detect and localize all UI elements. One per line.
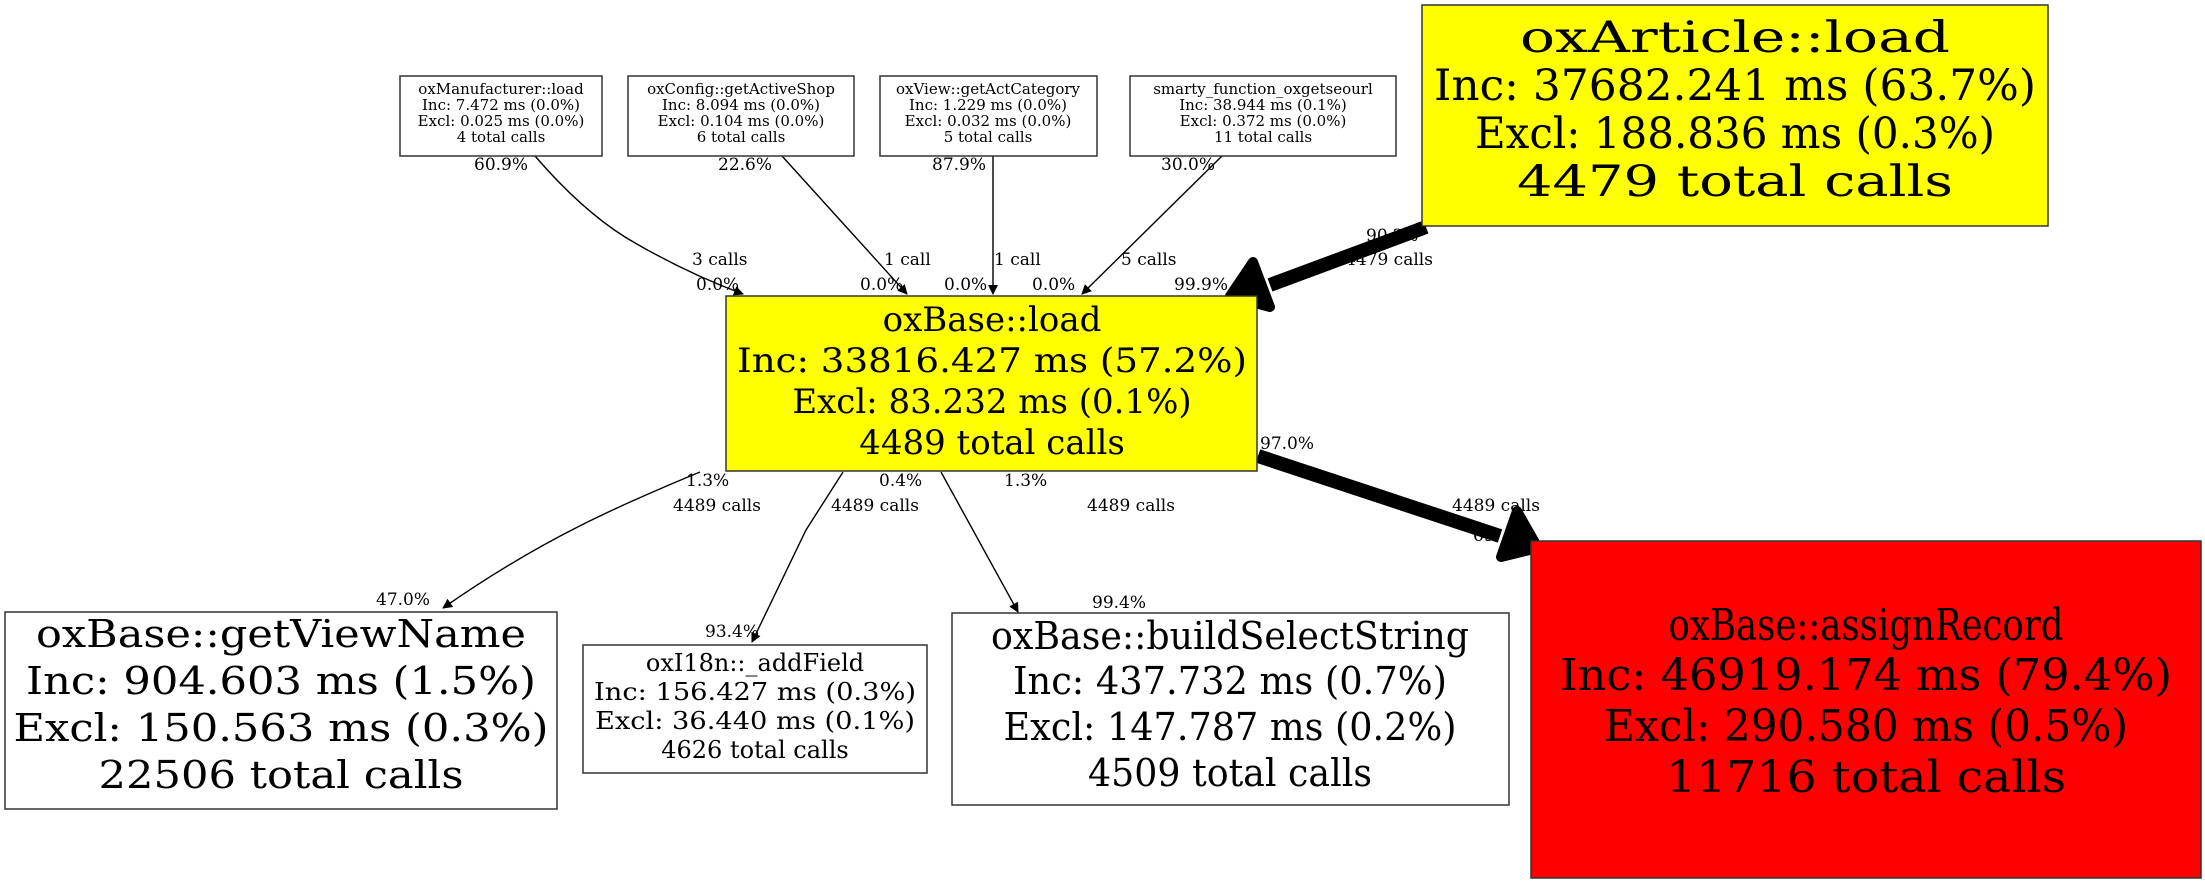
node-inc: Inc: 38.944 ms (0.1%) bbox=[1179, 96, 1347, 114]
node-calls: 4 total calls bbox=[457, 128, 546, 146]
edge-head-label: 99.9% bbox=[1174, 275, 1228, 295]
edge-tail-label: 30.0% bbox=[1161, 155, 1215, 175]
edge-baseload-to-addfield[interactable]: 0.4% 4489 calls 93.4% bbox=[705, 471, 922, 643]
node-excl: Excl: 147.787 ms (0.2%) bbox=[1004, 705, 1457, 749]
edge-head-label: 0.0% bbox=[860, 275, 903, 295]
node-calls: 4509 total calls bbox=[1088, 751, 1372, 795]
edge-baseload-to-buildselect[interactable]: 1.3% 4489 calls 99.4% bbox=[940, 471, 1175, 613]
node-inc: Inc: 37682.241 ms (63.7%) bbox=[1434, 61, 2036, 111]
node-name: oxI18n::_addField bbox=[646, 649, 864, 677]
edge-call-label: 4489 calls bbox=[831, 496, 919, 516]
node-excl: Excl: 150.563 ms (0.3%) bbox=[14, 706, 549, 750]
edge-tail-label: 1.3% bbox=[686, 471, 729, 491]
edge-head-label: 93.4% bbox=[705, 622, 759, 642]
node-excl: Excl: 0.032 ms (0.0%) bbox=[905, 112, 1072, 130]
node-calls: 5 total calls bbox=[944, 128, 1033, 146]
edge-line bbox=[940, 471, 1019, 613]
node-calls: 6 total calls bbox=[697, 128, 786, 146]
edge-baseload-to-assign[interactable]: 97.0% 4489 calls 69 bbox=[1255, 434, 1543, 562]
edge-call-label: 5 calls bbox=[1121, 250, 1176, 270]
edge-call-label: 4489 calls bbox=[1087, 496, 1175, 516]
node-oxconfig-getactiveshop[interactable]: oxConfig::getActiveShop Inc: 8.094 ms (0… bbox=[627, 75, 855, 157]
node-inc: Inc: 8.094 ms (0.0%) bbox=[662, 96, 820, 114]
node-oxbase-buildselectstring[interactable]: oxBase::buildSelectString Inc: 437.732 m… bbox=[951, 612, 1510, 806]
edge-head-label: 0.0% bbox=[696, 275, 739, 295]
edge-line bbox=[751, 471, 844, 643]
node-inc: Inc: 904.603 ms (1.5%) bbox=[26, 659, 536, 703]
node-name: oxConfig::getActiveShop bbox=[647, 80, 835, 98]
node-calls: 11716 total calls bbox=[1666, 752, 2066, 803]
node-smarty-function-oxgetseourl[interactable]: smarty_function_oxgetseourl Inc: 38.944 … bbox=[1129, 75, 1397, 157]
node-excl: Excl: 290.580 ms (0.5%) bbox=[1604, 701, 2128, 752]
edge-call-label: 1 call bbox=[884, 250, 931, 270]
node-calls: 4479 total calls bbox=[1517, 157, 1953, 207]
edge-call-label: 3 calls bbox=[692, 250, 747, 270]
node-name: oxBase::getViewName bbox=[36, 612, 526, 656]
edge-tail-label: 1.3% bbox=[1004, 471, 1047, 491]
node-oxview-getactcategory[interactable]: oxView::getActCategory Inc: 1.229 ms (0.… bbox=[879, 75, 1098, 157]
node-name: oxBase::buildSelectString bbox=[991, 614, 1469, 658]
node-inc: Inc: 156.427 ms (0.3%) bbox=[594, 678, 916, 706]
edge-head-label: 0.0% bbox=[1032, 275, 1075, 295]
edge-call-label: 1 call bbox=[994, 250, 1041, 270]
node-name: oxArticle::load bbox=[1520, 13, 1950, 63]
node-oxarticle-load[interactable]: oxArticle::load Inc: 37682.241 ms (63.7%… bbox=[1421, 4, 2049, 227]
node-inc: Inc: 1.229 ms (0.0%) bbox=[909, 96, 1067, 114]
node-name: oxBase::load bbox=[883, 300, 1102, 340]
edge-article-to-baseload[interactable]: 90.?% 4479 calls 99.9% bbox=[1174, 220, 1433, 312]
edge-tail-label: 22.6% bbox=[718, 155, 772, 175]
node-excl: Excl: 188.836 ms (0.3%) bbox=[1475, 109, 1995, 159]
edge-head-label: 47.0% bbox=[376, 590, 430, 610]
edge-line bbox=[1267, 220, 1429, 292]
nodes: oxManufacturer::load Inc: 7.472 ms (0.0%… bbox=[4, 4, 2202, 879]
node-name: oxBase::assignRecord bbox=[1669, 600, 2064, 651]
node-excl: Excl: 36.440 ms (0.1%) bbox=[595, 707, 915, 735]
node-calls: 4489 total calls bbox=[859, 423, 1125, 463]
node-inc: Inc: 33816.427 ms (57.2%) bbox=[737, 341, 1247, 381]
node-inc: Inc: 437.732 ms (0.7%) bbox=[1013, 659, 1447, 703]
node-inc: Inc: 46919.174 ms (79.4%) bbox=[1560, 650, 2172, 701]
node-oxi18n-addfield[interactable]: oxI18n::_addField Inc: 156.427 ms (0.3%)… bbox=[582, 644, 928, 774]
node-excl: Excl: 0.025 ms (0.0%) bbox=[418, 112, 585, 130]
node-oxmanufacturer-load[interactable]: oxManufacturer::load Inc: 7.472 ms (0.0%… bbox=[399, 75, 603, 157]
node-oxbase-getviewname[interactable]: oxBase::getViewName Inc: 904.603 ms (1.5… bbox=[4, 611, 558, 810]
node-name: oxManufacturer::load bbox=[418, 80, 584, 98]
edge-view-to-baseload[interactable]: 87.9% 1 call 0.0% bbox=[932, 155, 1041, 295]
edge-line bbox=[442, 471, 701, 609]
node-name: smarty_function_oxgetseourl bbox=[1153, 80, 1373, 98]
node-inc: Inc: 7.472 ms (0.0%) bbox=[422, 96, 580, 114]
node-oxbase-load[interactable]: oxBase::load Inc: 33816.427 ms (57.2%) E… bbox=[725, 295, 1258, 472]
node-excl: Excl: 83.232 ms (0.1%) bbox=[792, 382, 1191, 422]
edge-config-to-baseload[interactable]: 22.6% 1 call 0.0% bbox=[718, 155, 931, 295]
edge-manufacturer-to-baseload[interactable]: 60.9% 3 calls 0.0% bbox=[474, 155, 747, 296]
node-calls: 22506 total calls bbox=[99, 753, 464, 797]
node-name: oxView::getActCategory bbox=[896, 80, 1081, 98]
edge-baseload-to-viewname[interactable]: 1.3% 4489 calls 47.0% bbox=[376, 471, 761, 610]
edge-call-label: 4489 calls bbox=[673, 496, 761, 516]
edge-line bbox=[1255, 449, 1503, 543]
edge-call-label: 4489 calls bbox=[1452, 496, 1540, 516]
edge-tail-label: 87.9% bbox=[932, 155, 986, 175]
edge-arrowhead bbox=[1496, 506, 1543, 562]
edge-head-label: 99.4% bbox=[1092, 593, 1146, 613]
edge-smarty-to-baseload[interactable]: 30.0% 5 calls 0.0% bbox=[1032, 155, 1223, 295]
node-oxbase-assignrecord[interactable]: oxBase::assignRecord Inc: 46919.174 ms (… bbox=[1530, 540, 2202, 879]
node-excl: Excl: 0.104 ms (0.0%) bbox=[658, 112, 825, 130]
edge-line bbox=[534, 155, 744, 296]
edge-head-label: 0.0% bbox=[944, 275, 987, 295]
node-calls: 4626 total calls bbox=[661, 736, 848, 764]
node-calls: 11 total calls bbox=[1214, 128, 1312, 146]
edge-tail-label: 60.9% bbox=[474, 155, 528, 175]
edge-tail-label: 97.0% bbox=[1260, 434, 1314, 454]
node-excl: Excl: 0.372 ms (0.0%) bbox=[1180, 112, 1347, 130]
edge-line bbox=[1081, 155, 1223, 295]
edge-tail-label: 0.4% bbox=[879, 471, 922, 491]
edge-line bbox=[781, 155, 908, 295]
